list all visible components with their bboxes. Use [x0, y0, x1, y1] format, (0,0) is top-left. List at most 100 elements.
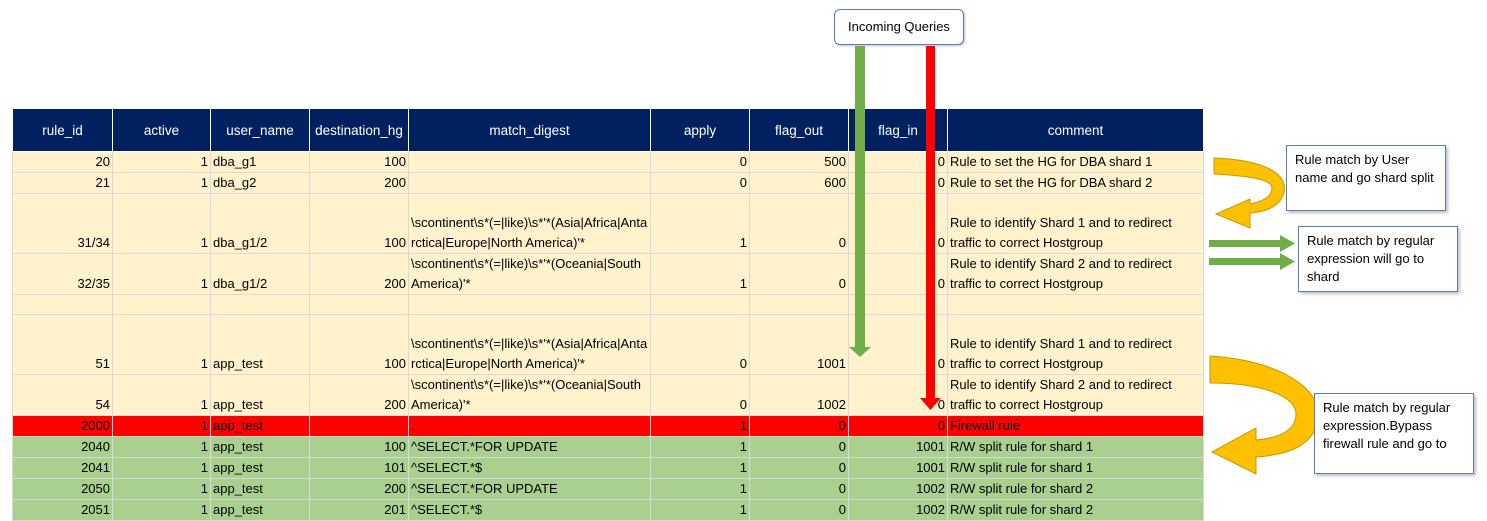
cell-active: 1 — [112, 478, 211, 500]
cell-comment — [947, 294, 1204, 315]
cell-destination-hg — [309, 294, 409, 315]
cell-active: 1 — [112, 253, 211, 295]
cell-rule-id: 2000 — [12, 415, 113, 437]
cell-match-digest: ^SELECT.*$ — [408, 457, 651, 479]
cell-match-digest: ^SELECT.*FOR UPDATE — [408, 478, 651, 500]
cell-user-name: dba_g1/2 — [210, 253, 310, 295]
cell-active: 1 — [112, 151, 211, 173]
cell-flag-in — [848, 294, 948, 315]
cell-user-name: app_test — [210, 415, 310, 437]
cell-user-name: app_test — [210, 314, 310, 375]
cell-comment: Rule to identify Shard 2 and to redirect… — [947, 253, 1204, 295]
cell-flag-out: 0 — [749, 253, 849, 295]
cell-rule-id: 51 — [12, 314, 113, 375]
header-match-digest: match_digest — [408, 108, 651, 152]
cell-match-digest — [408, 151, 651, 173]
cell-apply: 0 — [650, 374, 750, 416]
cell-flag-in: 1002 — [848, 478, 948, 500]
cell-destination-hg: 200 — [309, 478, 409, 500]
cell-flag-in: 1002 — [848, 499, 948, 521]
cell-flag-out: 1002 — [749, 374, 849, 416]
cell-active — [112, 294, 211, 315]
cell-apply: 1 — [650, 193, 750, 254]
cell-destination-hg: 200 — [309, 253, 409, 295]
cell-comment: Rule to identify Shard 1 and to redirect… — [947, 314, 1204, 375]
cell-rule-id: 32/35 — [12, 253, 113, 295]
cell-comment: Rule to identify Shard 1 and to redirect… — [947, 193, 1204, 254]
cell-match-digest: ^SELECT.*$ — [408, 499, 651, 521]
incoming-green-arrow — [849, 46, 871, 357]
cell-destination-hg: 100 — [309, 314, 409, 375]
cell-flag-out: 0 — [749, 193, 849, 254]
incoming-queries-box: Incoming Queries — [834, 9, 964, 45]
cell-active: 1 — [112, 499, 211, 521]
cell-apply: 1 — [650, 499, 750, 521]
header-apply: apply — [650, 108, 750, 152]
cell-rule-id: 2040 — [12, 436, 113, 458]
cell-comment: R/W split rule for shard 2 — [947, 499, 1204, 521]
cell-rule-id: 21 — [12, 172, 113, 194]
cell-flag-in: 1001 — [848, 457, 948, 479]
cell-apply — [650, 294, 750, 315]
cell-match-digest: ^SELECT.*FOR UPDATE — [408, 436, 651, 458]
cell-rule-id: 54 — [12, 374, 113, 416]
cell-rule-id: 2050 — [12, 478, 113, 500]
cell-match-digest: \scontinent\s*(=|like)\s*'*(Asia|Africa|… — [408, 314, 651, 375]
bypass-note: Rule match by regular expression.Bypass … — [1314, 393, 1474, 474]
cell-flag-out: 500 — [749, 151, 849, 173]
cell-destination-hg — [309, 415, 409, 437]
user-match-curved-arrow — [1213, 157, 1285, 229]
cell-user-name: app_test — [210, 436, 310, 458]
cell-flag-out: 0 — [749, 415, 849, 437]
cell-comment: Rule to set the HG for DBA shard 1 — [947, 151, 1204, 173]
cell-comment: Firewall rule — [947, 415, 1204, 437]
cell-apply: 0 — [650, 314, 750, 375]
cell-active: 1 — [112, 193, 211, 254]
table-row — [12, 294, 1204, 315]
header-destination-hg: destination_hg — [309, 108, 409, 152]
cell-apply: 1 — [650, 436, 750, 458]
bypass-curved-arrow — [1209, 355, 1320, 475]
cell-comment: Rule to set the HG for DBA shard 2 — [947, 172, 1204, 194]
cell-comment: Rule to identify Shard 2 and to redirect… — [947, 374, 1204, 416]
cell-rule-id: 2051 — [12, 499, 113, 521]
cell-match-digest — [408, 172, 651, 194]
cell-match-digest: \scontinent\s*(=|like)\s*'*(Asia|Africa|… — [408, 193, 651, 254]
cell-destination-hg: 201 — [309, 499, 409, 521]
cell-comment: R/W split rule for shard 1 — [947, 436, 1204, 458]
cell-flag-out: 1001 — [749, 314, 849, 375]
cell-comment: R/W split rule for shard 1 — [947, 457, 1204, 479]
cell-active: 1 — [112, 374, 211, 416]
header-comment: comment — [947, 108, 1204, 152]
regex-match-arrow-1 — [1209, 235, 1295, 252]
regex-match-note: Rule match by regular expression will go… — [1298, 226, 1458, 292]
cell-destination-hg: 100 — [309, 151, 409, 173]
cell-flag-out: 0 — [749, 499, 849, 521]
cell-flag-out: 0 — [749, 457, 849, 479]
cell-match-digest: \scontinent\s*(=|like)\s*'*(Oceania|Sout… — [408, 374, 651, 416]
cell-match-digest — [408, 294, 651, 315]
cell-apply: 1 — [650, 253, 750, 295]
cell-match-digest: \scontinent\s*(=|like)\s*'*(Oceania|Sout… — [408, 253, 651, 295]
cell-user-name: app_test — [210, 374, 310, 416]
header-flag-out: flag_out — [749, 108, 849, 152]
cell-flag-out — [749, 294, 849, 315]
cell-destination-hg: 101 — [309, 457, 409, 479]
cell-flag-in: 1001 — [848, 436, 948, 458]
regex-match-arrow-2 — [1209, 253, 1295, 270]
incoming-red-arrow — [920, 46, 941, 410]
cell-user-name: app_test — [210, 478, 310, 500]
header-rule-id: rule_id — [12, 108, 113, 152]
cell-rule-id — [12, 294, 113, 315]
